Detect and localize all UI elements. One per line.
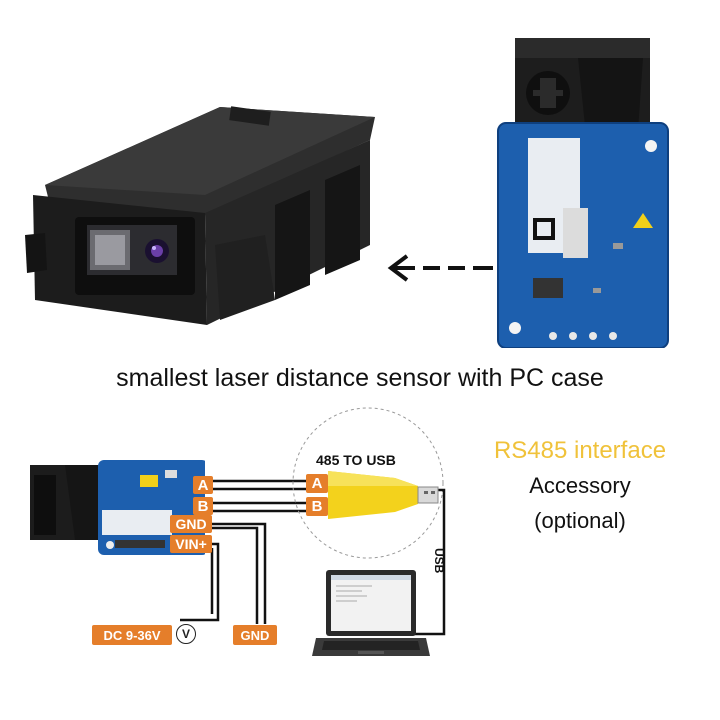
pin-a-badge: A: [193, 476, 213, 494]
sensor-module-image: [497, 38, 669, 348]
ground-label: GND: [233, 625, 277, 645]
usb-cable-label: USB: [432, 548, 446, 574]
dashed-arrow-icon: [387, 254, 493, 282]
adapter-title: 485 TO USB: [316, 452, 396, 468]
caption-text: smallest laser distance sensor with PC c…: [116, 364, 604, 392]
pin-gnd-badge: GND: [170, 515, 212, 533]
sensor-module-small-image: [30, 460, 205, 555]
voltmeter-icon: V: [176, 624, 196, 644]
sensor-case-image: [25, 106, 375, 325]
pin-vin-badge: VIN+: [170, 535, 212, 553]
pin-b-badge: B: [193, 497, 213, 515]
usb-pin-b-badge: B: [306, 497, 328, 516]
optional-label: (optional): [534, 508, 626, 533]
usb-pin-a-badge: A: [306, 474, 328, 493]
laptop-image: [312, 570, 430, 656]
interface-title: RS485 interface: [493, 437, 667, 464]
usb-adapter-image: [328, 471, 439, 519]
supply-voltage-label: DC 9-36V: [92, 625, 172, 645]
accessory-label: Accessory: [529, 473, 631, 498]
